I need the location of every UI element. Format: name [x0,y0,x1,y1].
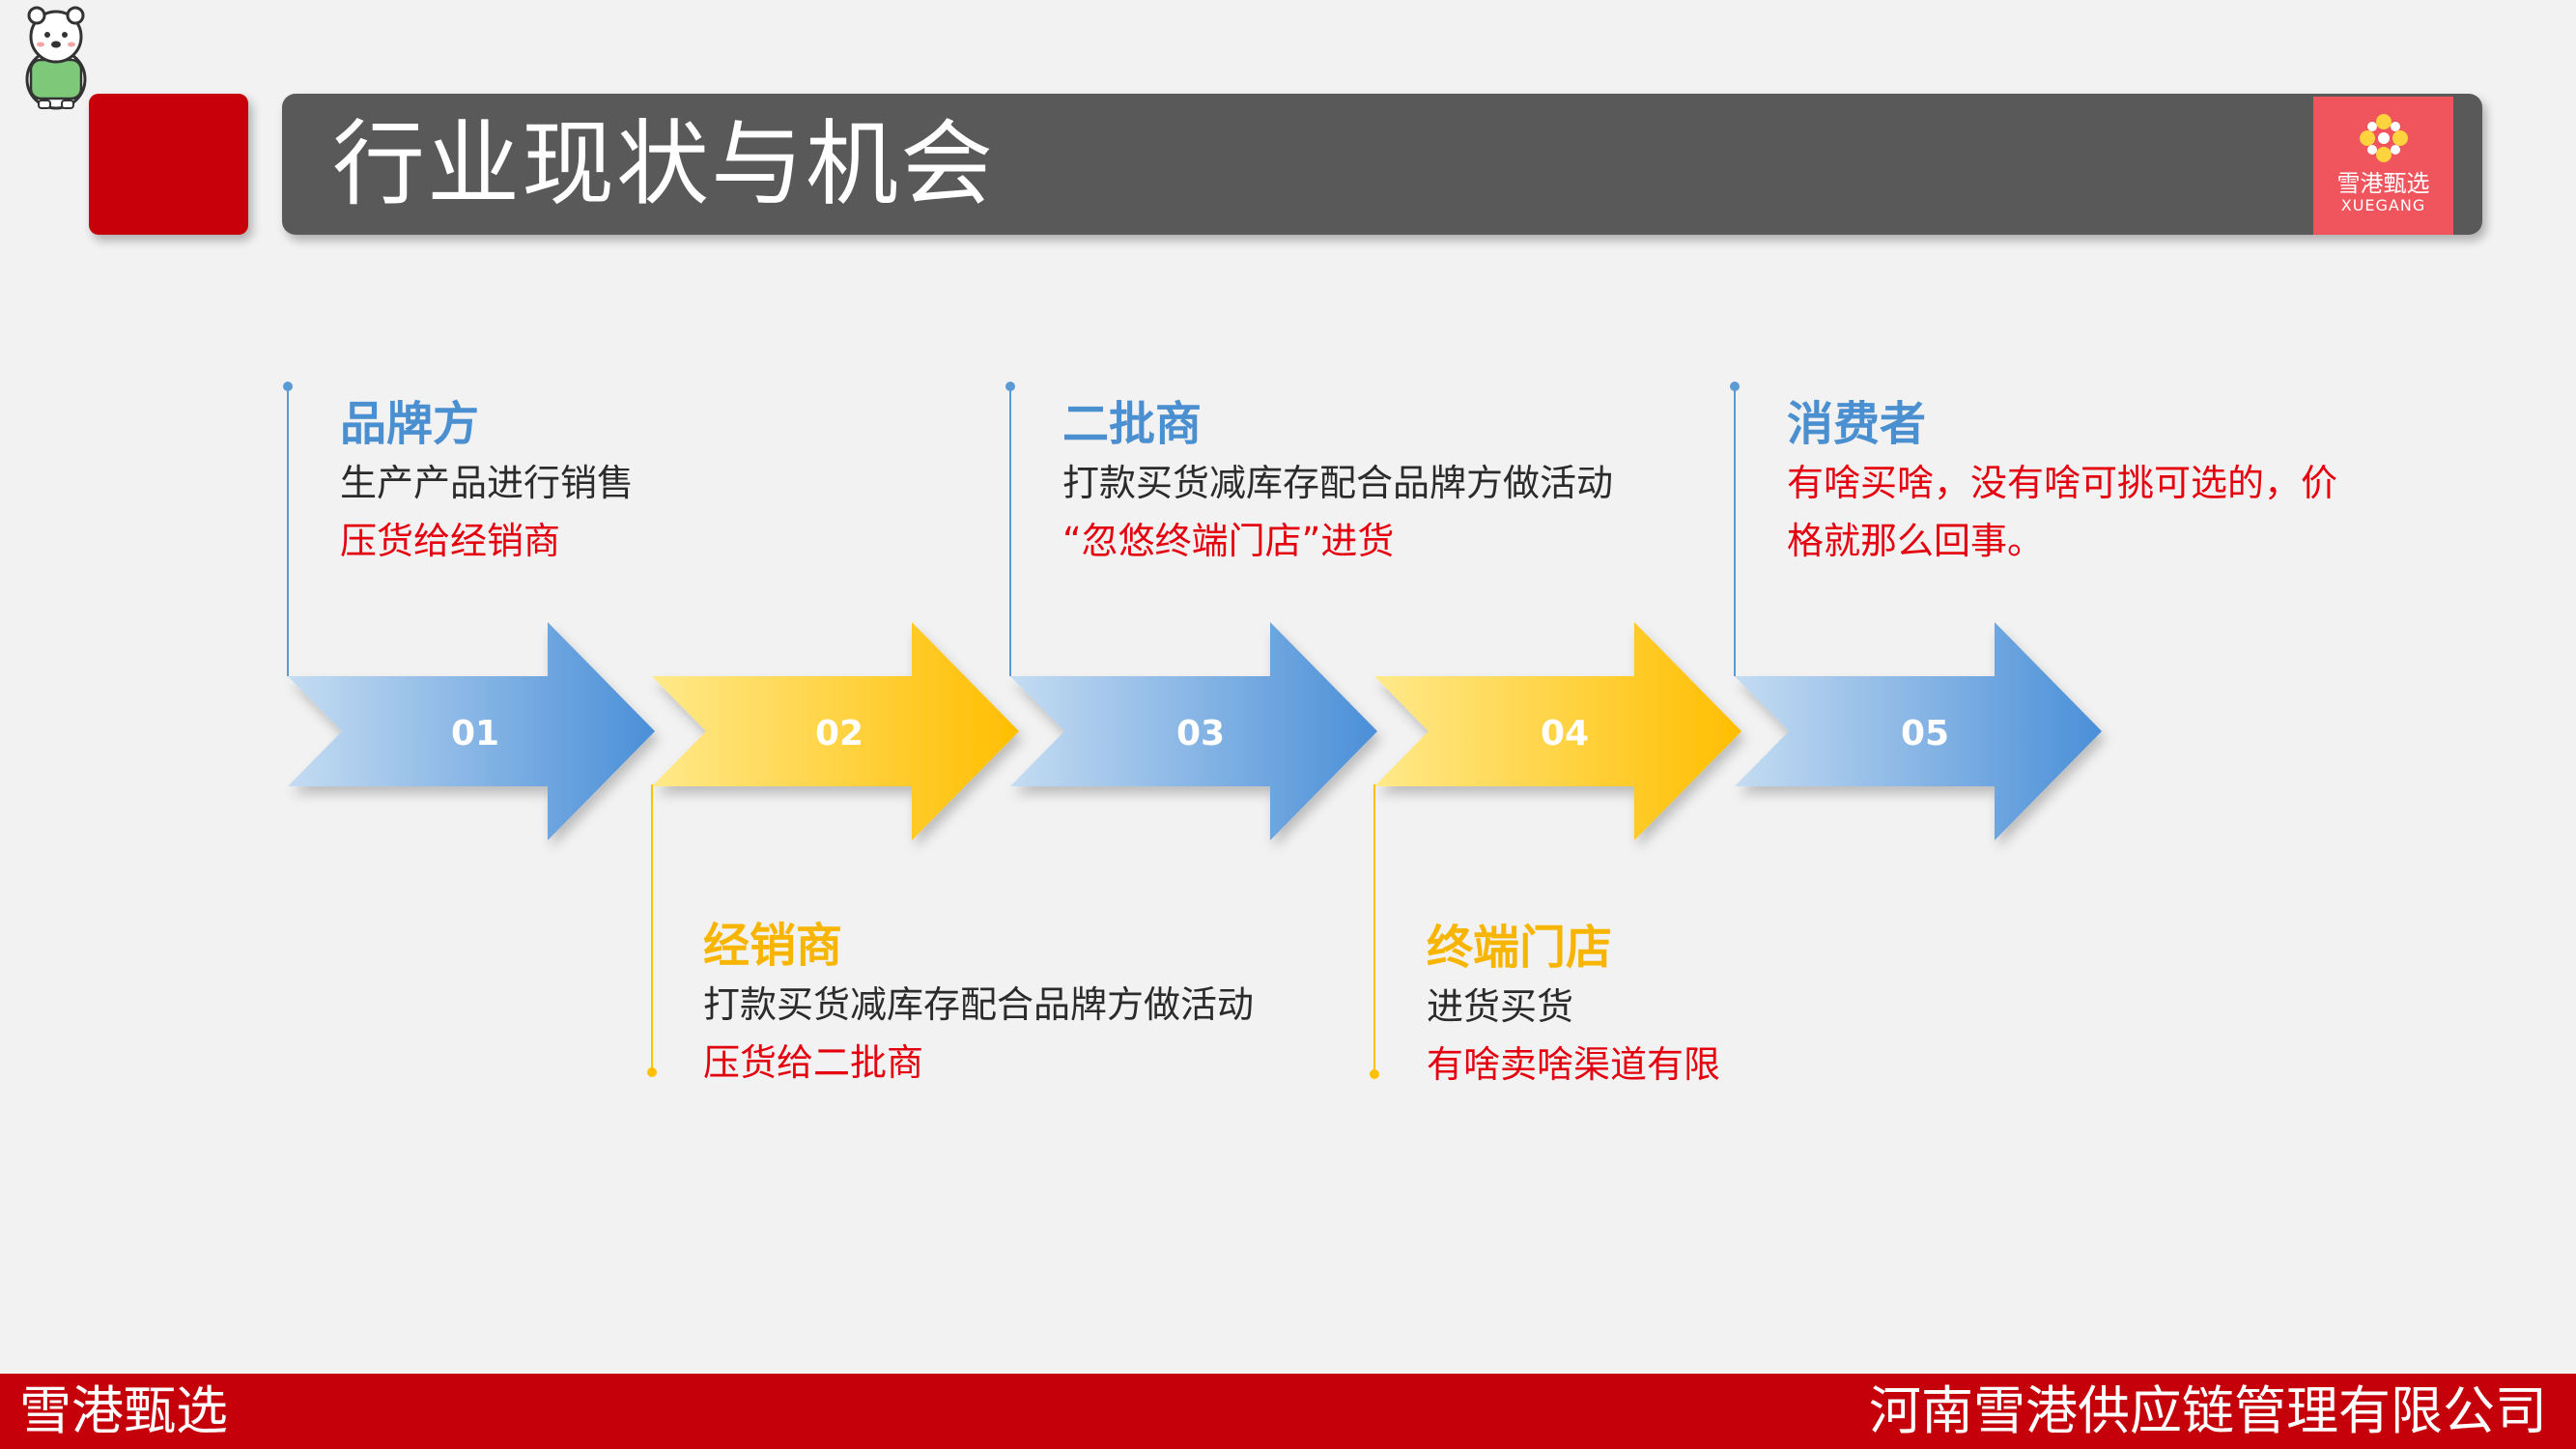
callout-highlight: 格就那么回事。 [1787,520,2045,562]
callout-line: 打款买货减库存配合品牌方做活动 [1062,462,1614,504]
logo-flower-icon [2360,114,2408,162]
footer-brand: 雪港甄选 [19,1380,228,1441]
footer-bar: 雪港甄选 河南雪港供应链管理有限公司 [0,1374,2576,1449]
callout-title: 经销商 [703,919,843,973]
step-number-03: 03 [1176,714,1225,753]
step-arrow-02: 02 [652,622,1019,840]
logo-subtitle: XUEGANG [2340,196,2426,214]
step-number-01: 01 [451,714,499,753]
callout-title: 二批商 [1062,397,1203,451]
callout-wholesaler: 二批商 打款买货减库存配合品牌方做活动 “忽悠终端门店”进货 [1062,394,1613,570]
bear-mascot-icon [25,6,87,110]
callout-line: 进货买货 [1427,985,1574,1028]
step-arrow-03: 03 [1010,622,1377,840]
step-number-04: 04 [1541,714,1589,753]
callout-highlight: 有啥卖啥渠道有限 [1427,1043,1721,1086]
callout-line: 打款买货减库存配合品牌方做活动 [703,983,1255,1026]
title-bar: 行业现状与机会 雪港甄选 XUEGANG [282,94,2482,235]
callout-title: 消费者 [1787,397,1927,451]
callout-title: 品牌方 [340,397,480,451]
callout-highlight: “忽悠终端门店”进货 [1062,520,1395,562]
callout-highlight: 压货给经销商 [340,520,561,562]
header-red-block [89,94,248,235]
callout-store: 终端门店 进货买货 有啥卖啥渠道有限 [1427,918,1720,1094]
step-arrow-01: 01 [288,622,655,840]
step-arrow-04: 04 [1374,622,1741,840]
callout-highlight: 有啥买啥，没有啥可挑可选的，价 [1787,462,2338,504]
callout-highlight: 压货给二批商 [703,1041,924,1084]
logo-name: 雪港甄选 [2336,170,2430,197]
page-title: 行业现状与机会 [332,110,995,218]
connector-distributor [647,784,657,1077]
step-number-05: 05 [1901,714,1949,753]
callout-consumer: 消费者 有啥买啥，没有啥可挑可选的，价 格就那么回事。 [1787,394,2337,570]
brand-logo: 雪港甄选 XUEGANG [2313,97,2453,235]
connector-store [1370,784,1379,1079]
callout-distributor: 经销商 打款买货减库存配合品牌方做活动 压货给二批商 [703,916,1254,1092]
callout-brand: 品牌方 生产产品进行销售 压货给经销商 [340,394,634,570]
connector-brand [283,382,293,676]
callout-line: 生产产品进行销售 [340,462,635,504]
step-arrow-05: 05 [1735,622,2102,840]
connector-wholesaler [1005,382,1015,676]
callout-title: 终端门店 [1427,921,1613,975]
connector-consumer [1730,382,1740,676]
footer-company: 河南雪港供应链管理有限公司 [1869,1380,2547,1441]
step-number-02: 02 [815,714,863,753]
